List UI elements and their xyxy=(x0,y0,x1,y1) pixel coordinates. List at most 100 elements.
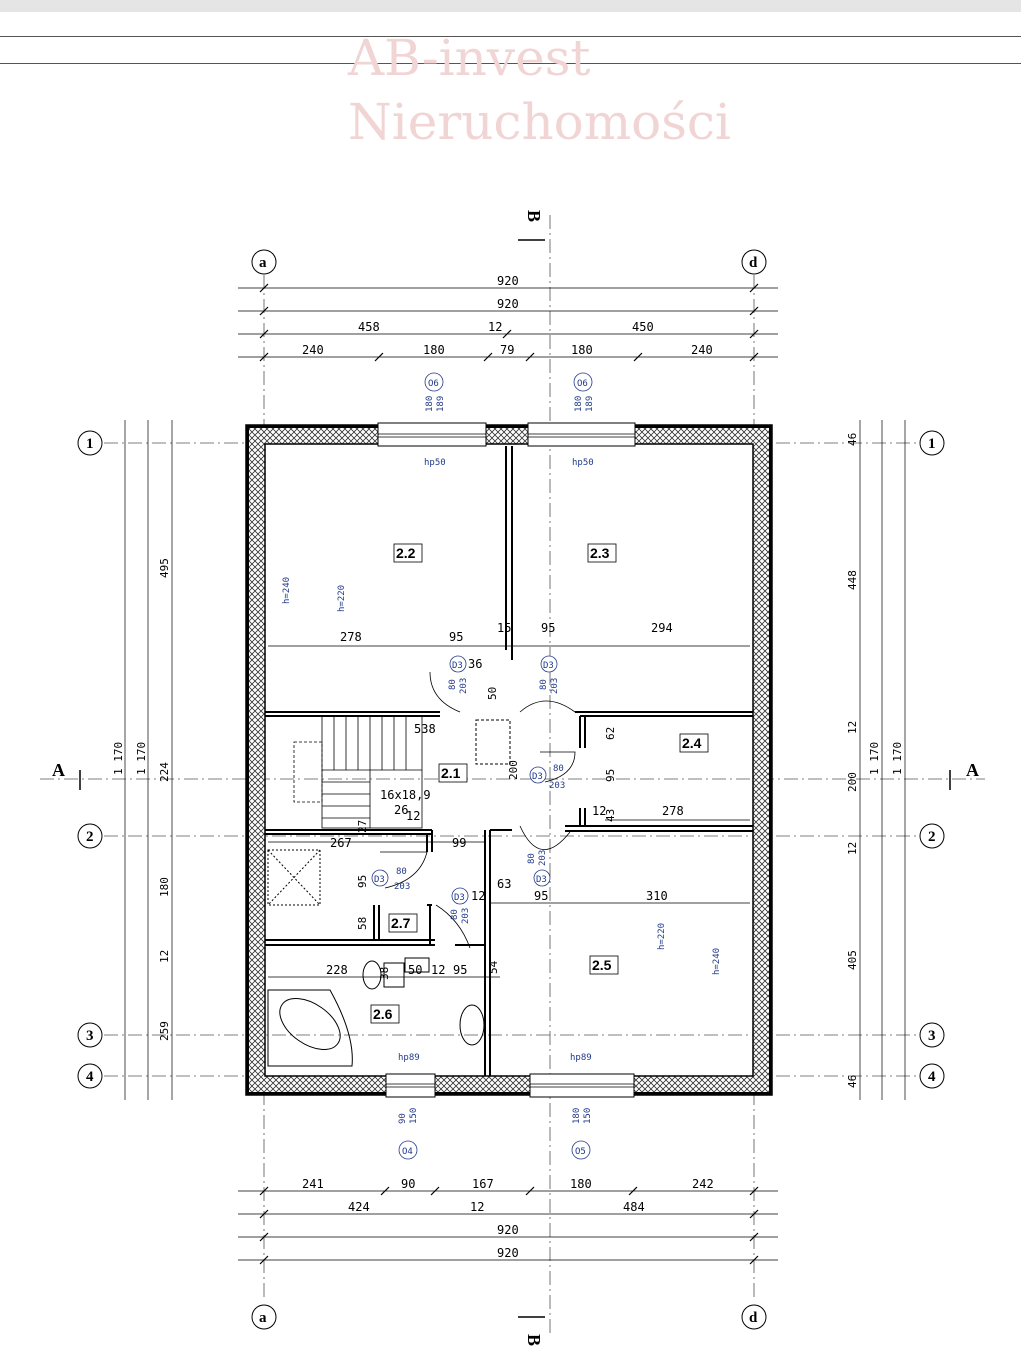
dim-interior: 12 xyxy=(592,804,606,818)
sill-height-label: hp89 xyxy=(570,1053,592,1063)
door-swings xyxy=(380,671,576,949)
room-label-2-3: 2.3 xyxy=(590,545,610,561)
dim-interior: 95 xyxy=(453,963,467,977)
dim-top-12: 12 xyxy=(488,320,502,334)
dim-bottom-180: 180 xyxy=(570,1177,592,1191)
section-label-b-bottom: B xyxy=(524,1334,544,1346)
axis-label-4-left: 4 xyxy=(86,1069,94,1085)
dim-right-405: 405 xyxy=(846,950,859,970)
dim-left-224: 224 xyxy=(158,762,171,782)
dim-top-450: 450 xyxy=(632,320,654,334)
window-spec: 150 xyxy=(409,1108,419,1124)
dim-bottom-12: 12 xyxy=(470,1200,484,1214)
door-spec: 80 xyxy=(553,764,564,774)
dim-left-180: 180 xyxy=(158,877,171,897)
dim-top-920: 920 xyxy=(497,297,519,311)
room-label-2-5: 2.5 xyxy=(592,957,612,973)
dim-interior: 95 xyxy=(604,769,617,782)
dim-right-12: 12 xyxy=(846,721,859,734)
dim-interior: 36 xyxy=(468,657,482,671)
axis-label-3-left: 3 xyxy=(86,1028,94,1044)
door-spec: 80 xyxy=(448,679,458,690)
watermark-line-2: Nieruchomości xyxy=(348,93,731,151)
dim-interior: 27 xyxy=(356,820,369,833)
dim-interior: 12 xyxy=(406,809,420,823)
dim-top-240: 240 xyxy=(691,343,713,357)
room-label-2-6: 2.6 xyxy=(373,1006,393,1022)
section-label-a-left: A xyxy=(52,760,65,780)
dim-interior: 50 xyxy=(408,963,422,977)
window-tag: O6 xyxy=(577,379,588,389)
watermark-line-1: AB-invest xyxy=(348,29,591,87)
door-spec: 203 xyxy=(550,678,560,694)
room-label-2-4: 2.4 xyxy=(682,735,702,751)
door-tag: D3 xyxy=(532,772,543,782)
tag-circles xyxy=(371,372,593,1160)
dim-top-79: 79 xyxy=(500,343,514,357)
axis-label-1-left: 1 xyxy=(86,436,94,452)
dim-top-920: 920 xyxy=(497,274,519,288)
dim-left-495: 495 xyxy=(158,558,171,578)
dim-right-46: 46 xyxy=(846,433,859,446)
door-spec: 203 xyxy=(461,908,471,924)
dim-left-12: 12 xyxy=(158,950,171,963)
section-marker-lines xyxy=(79,239,951,1318)
door-spec: 80 xyxy=(450,909,460,920)
dim-top-180: 180 xyxy=(423,343,445,357)
axis-label-a-top: a xyxy=(259,255,267,271)
dim-top-458: 458 xyxy=(358,320,380,334)
dim-interior: 310 xyxy=(646,889,668,903)
exterior-walls xyxy=(245,424,773,1096)
dim-interior: 63 xyxy=(497,877,511,891)
door-spec: 80 xyxy=(539,679,549,690)
dim-bottom-424: 424 xyxy=(348,1200,370,1214)
dim-interior: 62 xyxy=(604,727,617,740)
dim-top-180: 180 xyxy=(571,343,593,357)
dim-interior: 99 xyxy=(452,836,466,850)
dim-right-46: 46 xyxy=(846,1075,859,1088)
axis-label-a-bottom: a xyxy=(259,1310,267,1326)
axis-label-4-right: 4 xyxy=(928,1069,936,1085)
header-rule xyxy=(0,63,1021,64)
dim-interior: 16x18,9 xyxy=(380,788,431,802)
axis-bubbles xyxy=(77,249,945,1330)
dim-interior: 267 xyxy=(330,836,352,850)
door-tag: D3 xyxy=(452,661,463,671)
dim-interior: 43 xyxy=(604,809,617,822)
ceiling-height: h=240 xyxy=(712,948,722,975)
door-spec: 203 xyxy=(394,882,410,892)
dim-left-1170: 1 170 xyxy=(112,742,125,775)
sill-height-label: hp89 xyxy=(398,1053,420,1063)
room-label-2-1: 2.1 xyxy=(441,765,461,781)
dim-interior: 95 xyxy=(534,889,548,903)
axis-label-d-top: d xyxy=(749,255,758,271)
dim-left-1170: 1 170 xyxy=(135,742,148,775)
dim-interior: 200 xyxy=(507,760,520,780)
sill-height-label: hp50 xyxy=(424,458,446,468)
dim-interior: 38 xyxy=(378,967,391,980)
window-openings xyxy=(377,422,636,1098)
door-tag: D3 xyxy=(374,875,385,885)
dim-interior: 294 xyxy=(651,621,673,635)
dim-bottom-167: 167 xyxy=(472,1177,494,1191)
window-spec: 189 xyxy=(585,396,595,412)
dim-top-240: 240 xyxy=(302,343,324,357)
dim-interior: 58 xyxy=(356,917,369,930)
dim-interior: 12 xyxy=(471,889,485,903)
dimension-lines xyxy=(124,287,906,1261)
window-spec: 189 xyxy=(436,396,446,412)
dim-right-200: 200 xyxy=(846,772,859,792)
room-label-2-2: 2.2 xyxy=(396,545,416,561)
dim-interior: 538 xyxy=(414,722,436,736)
staircase xyxy=(293,715,423,829)
window-spec: 90 xyxy=(398,1113,408,1124)
ceiling-height: h=220 xyxy=(657,923,667,950)
top-bar xyxy=(0,0,1021,12)
window-spec: 180 xyxy=(572,1108,582,1124)
dimension-ticks xyxy=(259,283,759,1265)
section-label-a-right: A xyxy=(966,760,979,780)
window-tag: O5 xyxy=(575,1147,586,1157)
dim-bottom-920: 920 xyxy=(497,1223,519,1237)
dim-interior: 50 xyxy=(486,687,499,700)
dim-right-1170: 1 170 xyxy=(891,742,904,775)
